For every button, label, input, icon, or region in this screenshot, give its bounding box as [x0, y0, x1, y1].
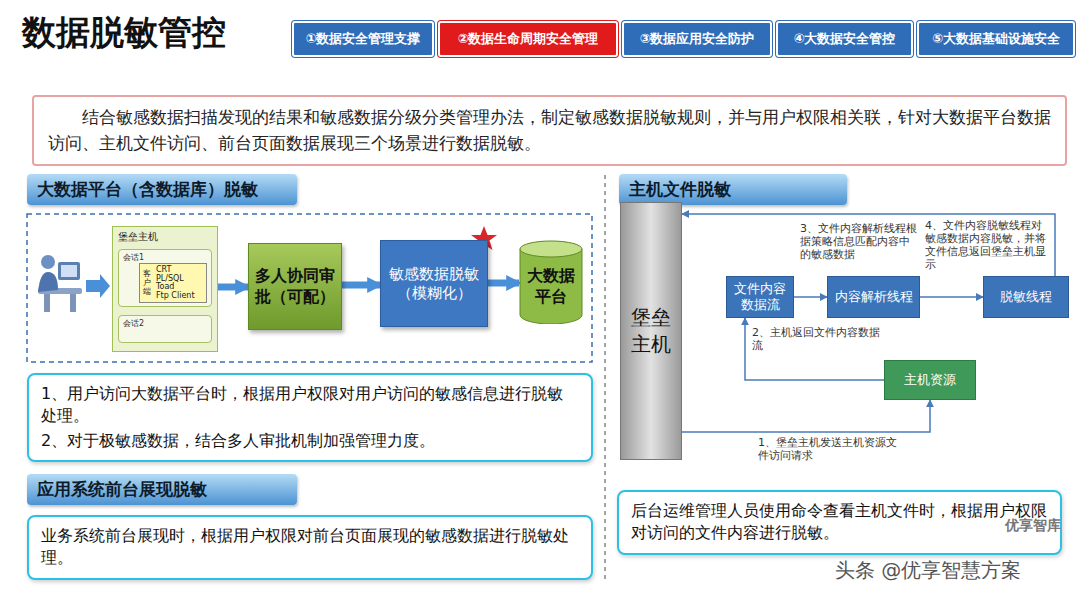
edge-label: 3、文件内容解析线程根据策略信息匹配内容中的敏感数据 [800, 222, 920, 261]
bastion-host-bar: 堡垒主机 [620, 202, 682, 460]
node-text: 脱敏线程 [1000, 289, 1052, 305]
node-text: ⑤大数据基础设施安全 [932, 30, 1060, 48]
node-text: 多人协同审批（可配） [255, 266, 335, 308]
node-text: PL/SQL [156, 275, 184, 284]
node-text: 主机资源 [904, 371, 956, 389]
edge-label: 2、主机返回文件内容数据流 [752, 326, 880, 352]
node-text: 文件内容数据流 [730, 281, 790, 314]
node-text: 业务系统前台展现时，根据用户权限对前台页面展现的敏感数据进行脱敏处理。 [41, 525, 579, 570]
node-text: 2、对于极敏感数据，结合多人审批机制加强管理力度。 [41, 430, 579, 452]
watermark-text: 优享智库 [1005, 517, 1061, 535]
note-box: 业务系统前台展现时，根据用户权限对前台页面展现的敏感数据进行脱敏处理。 [27, 515, 593, 580]
node-text: 客户端 [143, 270, 151, 296]
connector-arrow [794, 296, 827, 298]
tab-button: ⑤大数据基础设施安全 [917, 21, 1075, 57]
node-text: 后台运维管理人员使用命令查看主机文件时，根据用户权限对访问的文件内容进行脱敏。 [631, 500, 1048, 545]
approval-box: 多人协同审批（可配） [248, 243, 342, 330]
flow-arrow [86, 274, 110, 298]
separator-line [604, 175, 605, 582]
bastion-host-box: 堡垒主机会话1 客户端 CRTPL/SQLToadFtp Client 会话2 [112, 226, 218, 352]
intro-box: 结合敏感数据扫描发现的结果和敏感数据分级分类管理办法，制定敏感数据脱敏规则，并与… [32, 95, 1067, 166]
node-text: 主机文件脱敏 [629, 178, 731, 201]
node-text: 会话1 [123, 252, 207, 263]
session-box: 会话1 客户端 CRTPL/SQLToadFtp Client [118, 249, 212, 307]
tab-button: ④大数据安全管控 [776, 21, 913, 57]
node-text: Ftp Client [156, 292, 195, 301]
resource-box: 主机资源 [884, 360, 976, 400]
tab-button: ③数据应用安全防护 [622, 21, 772, 57]
session-box: 会话2 [118, 315, 212, 343]
flow-arrow [218, 284, 248, 291]
node-text: 大数据平台 [526, 266, 576, 308]
masking-box: 敏感数据脱敏（模糊化） [380, 240, 488, 327]
note-box: 后台运维管理人员使用命令查看主机文件时，根据用户权限对访问的文件内容进行脱敏。 [617, 490, 1062, 555]
node-text: ②数据生命周期安全管理 [457, 30, 598, 48]
process-box: 脱敏线程 [983, 276, 1069, 318]
watermark-text: 头条 @优享智慧方案 [835, 557, 1021, 584]
node-text: ④大数据安全管控 [793, 30, 895, 48]
platform-cylinder: 大数据平台 [519, 240, 583, 324]
node-text: 内容解析线程 [835, 289, 913, 305]
node-text: CRT [156, 266, 171, 275]
user-icon [38, 255, 82, 312]
client-table: 客户端 CRTPL/SQLToadFtp Client [139, 263, 207, 303]
edge-label: 4、文件内容脱敏线程对敏感数据内容脱敏，并将文件信息返回堡垒主机显示 [925, 219, 1049, 271]
process-box: 文件内容数据流 [726, 276, 794, 318]
connector-arrow [682, 214, 1055, 276]
node-text: 结合敏感数据扫描发现的结果和敏感数据分级分类管理办法，制定敏感数据脱敏规则，并与… [48, 105, 1051, 156]
node-text: 会话2 [123, 318, 207, 329]
node-text: 堡垒主机 [629, 304, 673, 358]
tab-button: ①数据安全管理支撑 [292, 21, 434, 57]
edge-label: 1、堡垒主机发送主机资源文件访问请求 [758, 436, 898, 462]
node-text: 应用系统前台展现脱敏 [37, 478, 207, 501]
flow-arrow [342, 282, 380, 289]
connector-arrow [682, 400, 930, 432]
connector-arrow [920, 296, 983, 298]
node-text: 堡垒主机 [118, 230, 212, 244]
section-header: 主机文件脱敏 [619, 174, 847, 205]
node-text: 1、用户访问大数据平台时，根据用户权限对用户访问的敏感信息进行脱敏处理。 [41, 383, 579, 428]
dashed-region [27, 214, 592, 362]
page-title: 数据脱敏管控 [22, 10, 226, 56]
node-text: 敏感数据脱敏（模糊化） [387, 265, 481, 303]
node-text: ①数据安全管理支撑 [305, 30, 420, 48]
flow-arrow [488, 280, 519, 287]
node-text: ③数据应用安全防护 [639, 30, 754, 48]
section-header: 应用系统前台展现脱敏 [27, 474, 297, 505]
section-header: 大数据平台（含数据库）脱敏 [27, 174, 297, 205]
connector-arrow [745, 318, 884, 380]
process-box: 内容解析线程 [827, 276, 920, 318]
node-text: Toad [156, 283, 174, 292]
node-text: 大数据平台（含数据库）脱敏 [37, 178, 258, 201]
note-box: 1、用户访问大数据平台时，根据用户权限对用户访问的敏感信息进行脱敏处理。2、对于… [27, 373, 593, 462]
tab-button-active: ②数据生命周期安全管理 [438, 21, 618, 57]
